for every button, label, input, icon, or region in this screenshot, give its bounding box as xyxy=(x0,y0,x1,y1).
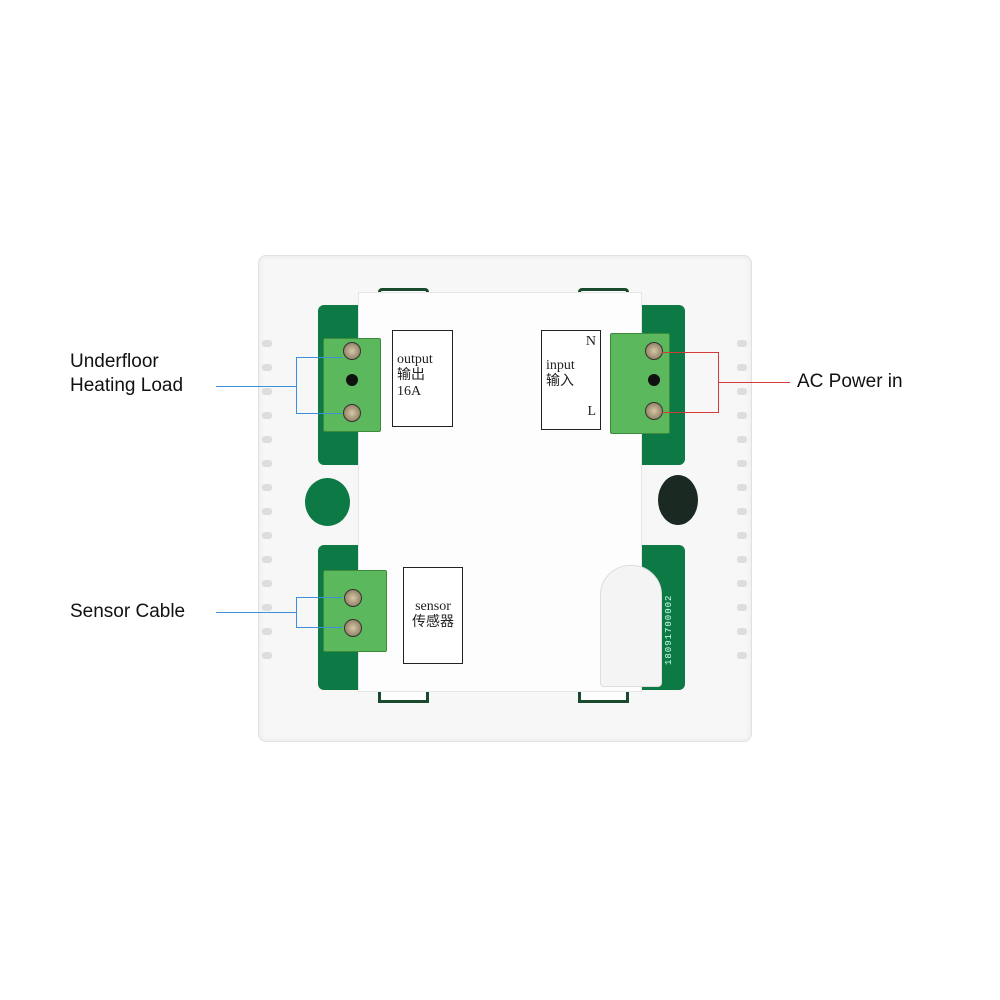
vent-slot xyxy=(262,412,272,419)
vent-slot xyxy=(737,580,747,587)
vent-slot xyxy=(737,460,747,467)
vent-slot xyxy=(262,388,272,395)
leader-line xyxy=(216,386,296,387)
underfloor-callout-line2: Heating Load xyxy=(70,375,184,396)
vent-slot xyxy=(737,508,747,515)
bracket-line xyxy=(718,352,719,413)
underfloor-callout: Underfloor Heating Load xyxy=(70,350,183,398)
sensor-callout: Sensor Cable xyxy=(70,601,186,622)
vent-slot xyxy=(737,604,747,611)
leader-line xyxy=(718,382,790,383)
vent-slot xyxy=(737,532,747,539)
sensor-label-cn: 传感器 xyxy=(412,615,454,630)
bracket-line xyxy=(296,357,297,414)
output-label-box: output 输出 16A xyxy=(392,330,453,427)
vent-slot xyxy=(262,460,272,467)
vent-slot xyxy=(262,508,272,515)
vent-slot xyxy=(737,556,747,563)
bracket-line xyxy=(662,412,718,413)
vent-slot xyxy=(262,604,272,611)
bracket-line xyxy=(296,597,342,598)
terminal-hole xyxy=(346,374,358,386)
leader-line xyxy=(216,612,296,613)
bracket-line xyxy=(296,357,342,358)
sensor-terminal-block xyxy=(323,570,387,652)
vent-slot xyxy=(737,652,747,659)
bracket-line xyxy=(296,597,297,628)
vent-slot xyxy=(262,532,272,539)
vent-slot xyxy=(737,340,747,347)
ac-power-callout: AC Power in xyxy=(797,371,903,392)
screw-icon xyxy=(343,404,361,422)
bracket-line xyxy=(296,413,342,414)
vent-slot xyxy=(262,340,272,347)
vent-slot xyxy=(262,436,272,443)
screw-icon xyxy=(344,589,362,607)
input-label-cn: 输入 xyxy=(546,374,574,389)
vent-slot xyxy=(262,580,272,587)
input-label: input xyxy=(546,358,575,373)
input-n-label: N xyxy=(585,334,596,349)
bracket-line xyxy=(296,627,342,628)
input-l-label: L xyxy=(587,404,596,419)
output-label: output xyxy=(397,352,433,367)
vent-slot xyxy=(737,484,747,491)
input-label-box: N input 输入 L xyxy=(541,330,601,430)
vent-slot xyxy=(737,436,747,443)
bracket-line xyxy=(662,352,718,353)
screw-icon xyxy=(344,619,362,637)
vent-slot xyxy=(737,388,747,395)
vent-slot xyxy=(262,652,272,659)
vent-slot xyxy=(262,556,272,563)
vent-slot xyxy=(737,364,747,371)
vent-slot xyxy=(262,628,272,635)
vent-slot xyxy=(262,484,272,491)
output-rating: 16A xyxy=(397,384,422,399)
vent-slot xyxy=(262,364,272,371)
cover-notch xyxy=(600,565,662,687)
pcb-hole-left xyxy=(305,478,350,526)
screw-icon xyxy=(343,342,361,360)
vent-slot xyxy=(737,628,747,635)
output-label-cn: 输出 xyxy=(397,368,425,383)
screw-icon xyxy=(645,342,663,360)
terminal-hole xyxy=(648,374,660,386)
sensor-label-box: sensor 传感器 xyxy=(403,567,463,664)
pcb-serial: 18091700002 xyxy=(664,594,674,665)
vent-slot xyxy=(737,412,747,419)
screw-icon xyxy=(645,402,663,420)
sensor-label: sensor xyxy=(415,599,451,614)
dip-switch xyxy=(658,475,698,525)
underfloor-callout-line1: Underfloor xyxy=(70,351,159,372)
